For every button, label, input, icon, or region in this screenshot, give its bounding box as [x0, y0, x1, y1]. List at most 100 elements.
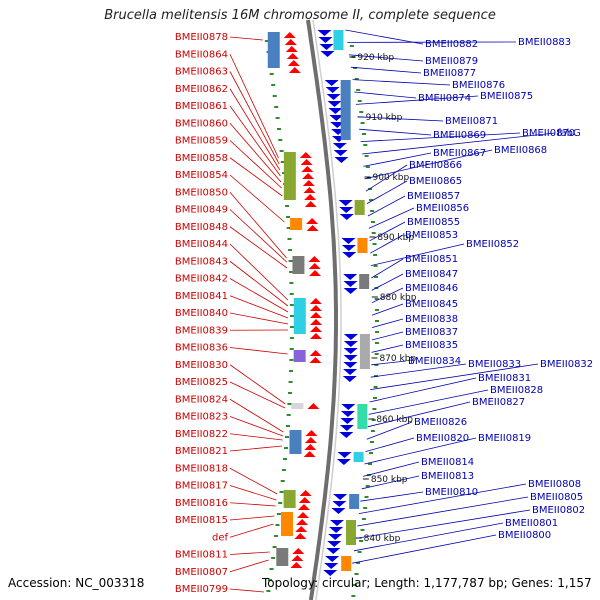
reverse-gene-arrow [318, 37, 333, 43]
right-gene-label: BMEII0834 [408, 356, 461, 367]
forward-gene-arrow [298, 497, 311, 503]
right-gene-label: BMEII0877 [423, 68, 476, 79]
gc-dot [357, 100, 362, 102]
reverse-gene-arrow [343, 362, 358, 368]
left-leader-line [229, 122, 282, 183]
reverse-gene-arrow [342, 376, 357, 382]
left-leader-line [229, 485, 277, 501]
reverse-gene-arrow [343, 281, 358, 287]
feature-block [359, 274, 370, 289]
right-leader-line [370, 243, 465, 266]
right-gene-label: BMEII0826 [414, 417, 467, 428]
gc-dot [286, 227, 291, 229]
reverse-gene-arrow [334, 157, 349, 163]
gc-dot [279, 491, 284, 493]
left-gene-label: BMEII0816 [175, 498, 228, 509]
right-gene-label: BMEII0819 [478, 433, 531, 444]
feature-block [359, 334, 370, 369]
left-leader-line [229, 515, 275, 521]
gc-dot [374, 298, 379, 300]
left-gene-label: BMEII0854 [175, 170, 228, 181]
gc-dot [354, 78, 359, 80]
reverse-gene-arrow [319, 44, 334, 50]
feature-block [357, 238, 368, 253]
gc-dot [370, 441, 374, 443]
right-leader-line [366, 421, 413, 440]
forward-gene-arrow [302, 180, 315, 186]
right-gene-label: BMEII0813 [421, 471, 474, 482]
feature-block [281, 512, 294, 536]
gc-dot [375, 331, 379, 333]
forward-gene-arrow [309, 298, 322, 304]
right-leader-line [352, 534, 497, 564]
reverse-gene-arrow [324, 80, 339, 86]
tick-label: 880 kbp [380, 293, 417, 303]
left-leader-line [229, 243, 289, 301]
gc-dot [369, 452, 373, 454]
gc-dot [374, 276, 379, 278]
reverse-gene-arrow [341, 238, 356, 244]
gc-dot [363, 507, 368, 509]
left-gene-label: BMEII0858 [175, 153, 228, 164]
reverse-gene-arrow [332, 143, 347, 149]
tick-label: 870 kbp [379, 354, 416, 364]
forward-gene-arrow [303, 451, 316, 457]
reverse-gene-arrow [327, 541, 342, 547]
forward-gene-arrow [297, 512, 310, 518]
reverse-gene-arrow [328, 534, 343, 540]
right-gene-label: BMEII0869 [433, 130, 486, 141]
right-leader-line [355, 509, 531, 539]
right-gene-label: BMEII0810 [425, 487, 478, 498]
reverse-gene-arrow [340, 411, 355, 417]
feature-block [353, 452, 364, 462]
reverse-gene-arrow [323, 570, 338, 576]
gc-dot [275, 524, 280, 526]
right-leader-line [365, 437, 415, 452]
left-leader-line [229, 88, 281, 171]
feature-block [267, 32, 280, 68]
right-gene-label: BMEII0865 [409, 176, 462, 187]
gc-dot [374, 342, 379, 344]
reverse-gene-arrow [333, 150, 348, 156]
left-gene-label: BMEII0815 [175, 515, 228, 526]
gc-dot [288, 249, 293, 251]
left-gene-label: BMEII0842 [175, 274, 228, 285]
left-leader-line [229, 174, 285, 223]
gc-dot [374, 353, 379, 355]
forward-gene-arrow [295, 526, 308, 532]
gc-dot [373, 397, 377, 399]
reverse-gene-arrow [337, 452, 352, 458]
forward-gene-arrow [296, 519, 309, 525]
forward-gene-arrow [308, 263, 321, 269]
reverse-gene-arrow [331, 508, 346, 514]
left-gene-label: BMEII0817 [175, 481, 228, 492]
gc-dot [268, 579, 272, 581]
gc-dot [372, 243, 377, 245]
gc-dot [374, 375, 378, 377]
left-leader-line [229, 191, 287, 259]
left-gene-label: BMEII0850 [175, 187, 228, 198]
feature-block [293, 298, 306, 334]
backbone-inner [312, 19, 342, 600]
forward-gene-arrow [307, 403, 320, 409]
right-gene-label: BMEII0802 [532, 505, 585, 516]
gc-dot [356, 89, 361, 91]
left-gene-label: BMEII0863 [175, 67, 228, 78]
forward-gene-arrow [284, 39, 297, 45]
forward-gene-arrow [305, 430, 318, 436]
gc-dot [363, 144, 368, 146]
feature-block [276, 548, 289, 566]
tick-label: 900 kbp [373, 173, 410, 183]
feature-block [290, 218, 303, 230]
forward-gene-arrow [304, 437, 317, 443]
reverse-gene-arrow [325, 87, 340, 93]
right-gene-label: BMEII0883 [518, 37, 571, 48]
topology-text: Topology: circular; Length: 1,177,787 bp… [262, 576, 592, 590]
feature-block [354, 200, 365, 215]
reverse-gene-arrow [324, 563, 339, 569]
right-gene-label: BMEII0875 [480, 91, 533, 102]
right-leader-line [368, 207, 415, 229]
left-gene-label: BMEII0848 [175, 222, 228, 233]
forward-gene-arrow [304, 444, 317, 450]
